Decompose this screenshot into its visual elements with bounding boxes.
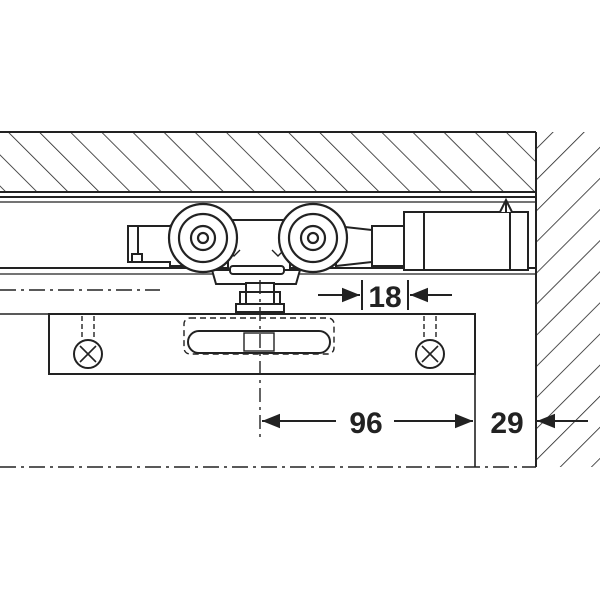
left-wheel — [167, 202, 239, 274]
mounting-plate — [48, 313, 476, 375]
ceiling-hatched — [0, 131, 536, 193]
screw-left-icon — [73, 316, 103, 369]
dimension-label-29: 29 — [490, 407, 523, 440]
screw-right-icon — [415, 316, 445, 369]
dimension-label-18: 18 — [368, 281, 401, 314]
door-outline — [0, 289, 536, 468]
end-stop-damper — [403, 197, 529, 271]
dimension-18 — [318, 280, 452, 310]
roller-carriage — [127, 219, 407, 285]
right-wheel — [277, 202, 349, 274]
wall-hatched — [535, 132, 600, 467]
dimension-label-96: 96 — [349, 407, 382, 440]
